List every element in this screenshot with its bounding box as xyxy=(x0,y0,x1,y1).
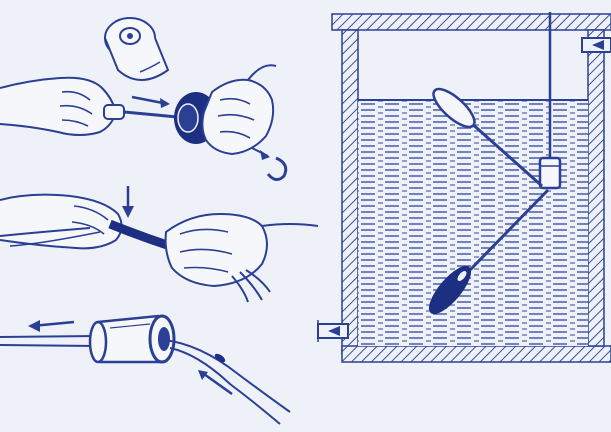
cap-removal-panel xyxy=(0,18,286,180)
float-switch-tank-panel xyxy=(318,12,611,362)
inlet-marker xyxy=(318,320,348,342)
cable-icon xyxy=(0,336,96,346)
arrow-icon xyxy=(132,97,170,108)
arrow-icon xyxy=(122,186,134,218)
arrow-icon xyxy=(28,320,74,332)
cable-insertion-panel xyxy=(0,316,290,424)
cable-icon xyxy=(164,340,290,424)
hand-icon xyxy=(0,195,122,249)
hand-icon xyxy=(202,65,276,154)
sleeve-icon xyxy=(90,316,174,362)
hook-icon xyxy=(252,148,286,180)
outlet-marker xyxy=(582,38,611,52)
float-switch-icon xyxy=(540,158,560,188)
water xyxy=(358,100,588,346)
hand-icon xyxy=(0,78,116,135)
cable-stripping-panel xyxy=(0,186,318,302)
cap-icon xyxy=(105,18,168,80)
